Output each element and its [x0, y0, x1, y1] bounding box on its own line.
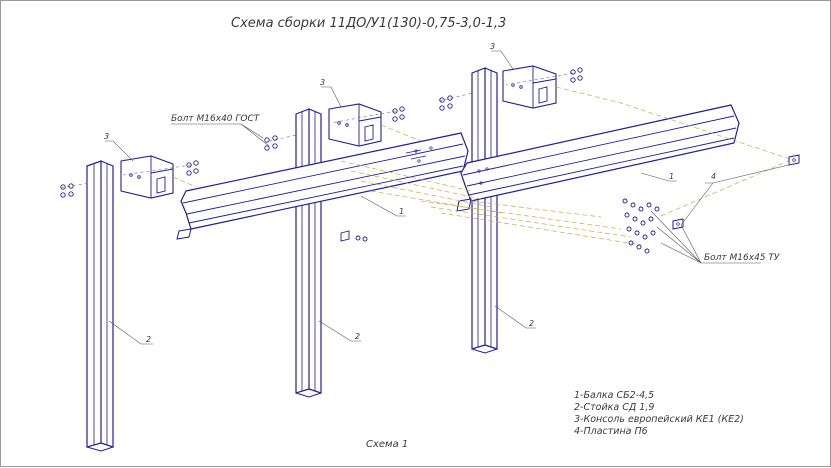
- label-console-middle: 3: [320, 78, 325, 87]
- beam-right: [456, 104, 740, 212]
- bolt-group-left: [60, 160, 199, 198]
- label-plate: 4: [711, 172, 716, 181]
- beam-left: [176, 132, 469, 240]
- drawing-title: Схема сборки 11ДО/У1(130)-0,75-3,0-1,3: [231, 16, 506, 31]
- console-right: [502, 65, 557, 109]
- label-beam-left: 1: [399, 207, 404, 216]
- plate-upper: [788, 154, 800, 166]
- legend-item-plate: 4-Пластина П6: [574, 426, 648, 437]
- assembly-paths: [60, 72, 797, 246]
- legend-item-post: 2-Стойка СД 1,9: [574, 402, 654, 413]
- callout-bolt-tu: Болт М16х45 ТУ: [704, 253, 780, 263]
- parts-legend: 1-Балка СБ2-4,5 2-Стойка СД 1,9 3-Консол…: [574, 390, 744, 437]
- label-beam-right: 1: [669, 172, 674, 181]
- label-console-right: 3: [490, 42, 495, 51]
- plate-lower: [672, 218, 684, 230]
- console-middle: [328, 103, 382, 147]
- console-left: [120, 155, 174, 199]
- bolt-group-splice: [622, 198, 660, 254]
- bolt-group-right: [439, 67, 583, 111]
- post-left: [86, 160, 114, 452]
- label-console-left: 3: [104, 132, 109, 141]
- drawing-caption: Схема 1: [366, 439, 408, 450]
- legend-item-beam: 1-Балка СБ2-4,5: [574, 390, 654, 401]
- post-middle: [295, 108, 322, 398]
- bolt-group-lower: [340, 230, 368, 242]
- bolt-group-middle: [264, 106, 405, 151]
- label-post-left: 2: [146, 335, 151, 344]
- label-post-right: 2: [529, 319, 534, 328]
- leader-lines: [105, 50, 798, 345]
- legend-item-console: 3-Консоль европейский КЕ1 (КЕ2): [574, 414, 744, 425]
- label-post-middle: 2: [355, 332, 360, 341]
- callout-bolt-gost: Болт М16х40 ГОСТ: [171, 114, 261, 124]
